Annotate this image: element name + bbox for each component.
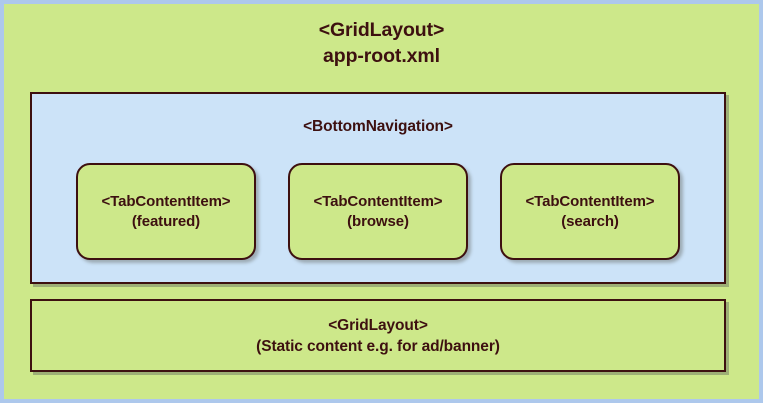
bottom-navigation-title: <BottomNavigation> [303,118,453,135]
static-gridlayout-description: (Static content e.g. for ad/banner) [256,337,500,355]
tab-content-item-search[interactable]: <TabContentItem> (search) [500,163,680,260]
tab-content-item-name: (search) [561,212,619,230]
static-gridlayout-box: <GridLayout> (Static content e.g. for ad… [30,299,726,372]
tab-content-item-tag: <TabContentItem> [525,192,655,210]
tab-content-item-tag: <TabContentItem> [101,192,231,210]
root-panel-tag: <GridLayout> [318,19,445,41]
tab-content-item-featured[interactable]: <TabContentItem> (featured) [76,163,256,260]
static-gridlayout-tag: <GridLayout> [328,316,428,334]
root-panel-title: <GridLayout> app-root.xml [4,17,759,69]
tab-content-item-tag: <TabContentItem> [313,192,443,210]
tab-content-item-name: (browse) [347,212,409,230]
tab-content-item-name: (featured) [131,212,201,230]
tab-content-item-browse[interactable]: <TabContentItem> (browse) [288,163,468,260]
root-gridlayout-panel: <GridLayout> app-root.xml <BottomNavigat… [4,4,759,399]
root-panel-filename: app-root.xml [323,45,440,67]
tab-card-row: <TabContentItem> (featured) <TabContentI… [32,163,724,263]
bottom-navigation-panel: <BottomNavigation> <TabContentItem> (fea… [30,92,726,284]
